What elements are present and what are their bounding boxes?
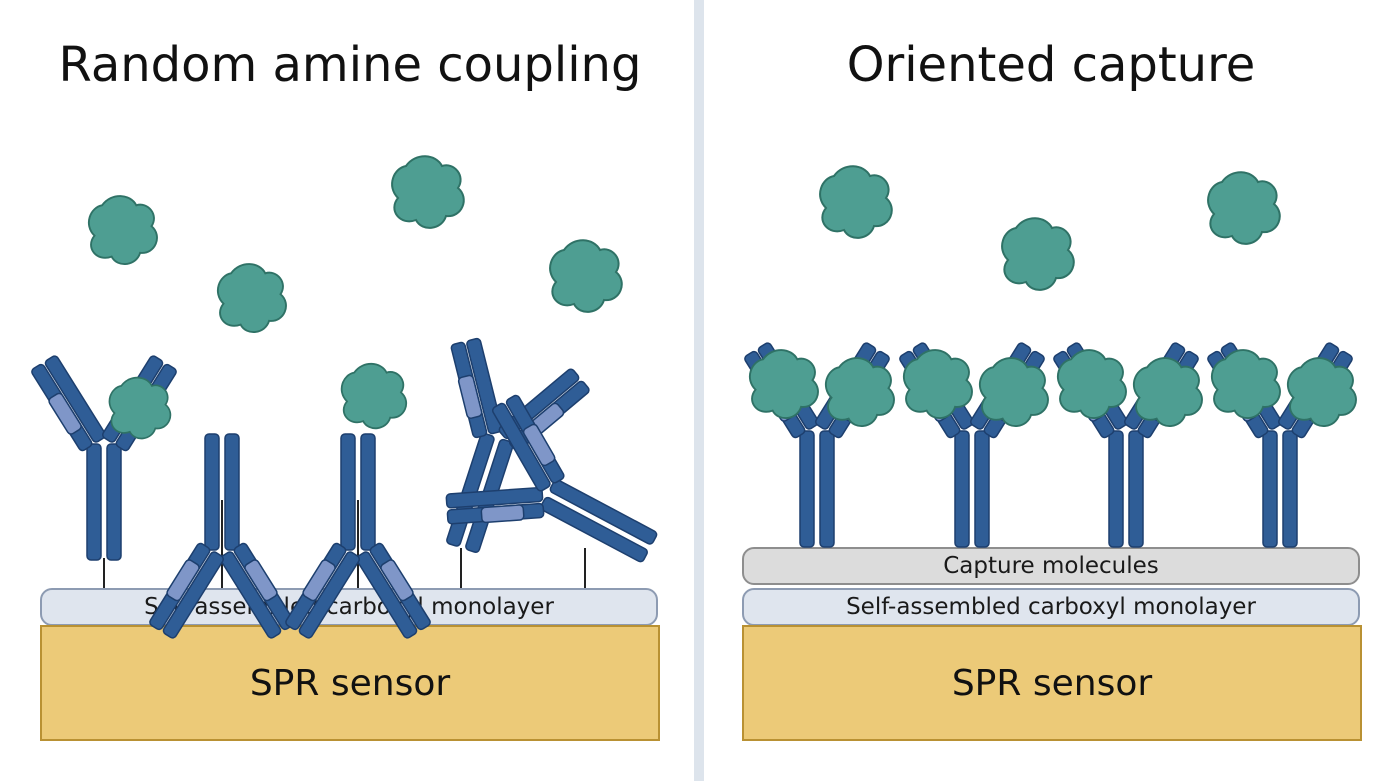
antigen-icon bbox=[108, 376, 172, 440]
antigen-icon bbox=[1207, 171, 1281, 245]
antigen-icon bbox=[549, 239, 623, 313]
antigen-icon bbox=[978, 357, 1049, 428]
right-spr-sensor: SPR sensor bbox=[742, 625, 1362, 741]
left-panel-title: Random amine coupling bbox=[58, 37, 642, 93]
right-panel-title: Oriented capture bbox=[846, 37, 1256, 93]
antigen-icon bbox=[87, 195, 158, 266]
antigen-icon bbox=[340, 362, 408, 430]
antigen-icon bbox=[1286, 357, 1357, 428]
right-sensor-label: SPR sensor bbox=[951, 662, 1153, 704]
antigen-icon bbox=[824, 357, 895, 428]
capture-label: Capture molecules bbox=[943, 553, 1159, 579]
antibody-icon bbox=[390, 328, 598, 572]
left-sam-label: Self-assembled carboxyl monolayer bbox=[144, 594, 554, 620]
antigen-icon bbox=[819, 165, 893, 239]
antigen-icon bbox=[216, 263, 287, 334]
antigen-icon bbox=[391, 155, 465, 229]
left-spr-sensor: SPR sensor bbox=[40, 625, 660, 741]
panel-divider bbox=[694, 0, 704, 781]
capture-molecules-layer: Capture molecules bbox=[742, 547, 1360, 585]
right-sam-label: Self-assembled carboxyl monolayer bbox=[846, 594, 1256, 620]
antigen-icon bbox=[1132, 357, 1203, 428]
antigen-icon bbox=[1001, 217, 1075, 291]
tether-lines bbox=[103, 500, 586, 588]
left-sensor-label: SPR sensor bbox=[249, 662, 451, 704]
